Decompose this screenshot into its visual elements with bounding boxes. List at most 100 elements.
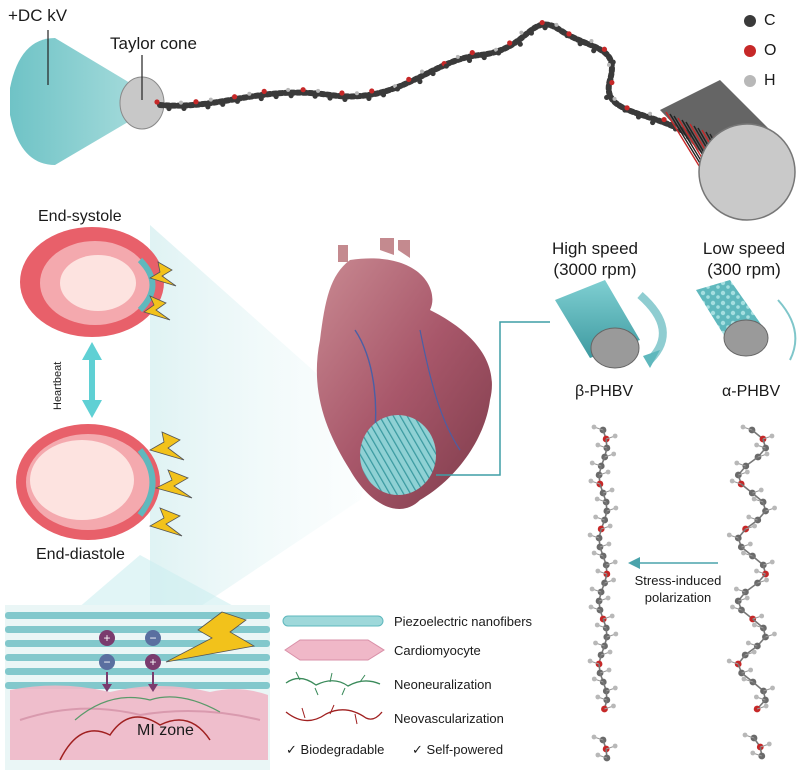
negative-charge-icon: − [145,630,161,646]
carbon-atom [734,597,742,605]
hydrogen-atom [748,667,754,673]
lightning-icon [143,295,171,321]
legend-vascular-swatch [285,704,383,725]
oxygen-atom [369,88,375,94]
hydrogen-atom [609,613,615,619]
hydrogen-atom [613,505,619,511]
taylor-cone-label: Taylor cone [110,34,197,53]
mi-zone-label: MI zone [137,722,194,739]
self-powered-label: Self-powered [426,742,504,757]
end-systole-label: End-systole [38,208,122,225]
hydrogen-atom [751,622,757,628]
beta-phbv-chain [587,424,619,713]
spinneret-cone [10,38,145,165]
hydrogen-atom [740,424,746,430]
carbon-atom [220,101,226,107]
carbon-atom [327,95,333,101]
hydrogen-atom [593,640,598,646]
oxygen-atom-icon [744,45,756,57]
hydrogen-atom [595,568,601,574]
hydrogen-label: H [764,72,776,89]
end-systole-ring [20,227,164,337]
legend-cardio-label: Cardiomyocyte [394,643,481,658]
hydrogen-atom [758,487,764,493]
neural-network [74,696,221,721]
hydrogen-atom [745,640,751,646]
carbon-atom [380,92,387,98]
end-diastole-label: End-diastole [36,546,125,563]
hydrogen-atom [612,559,618,565]
oxygen-atom [566,31,572,37]
carbon-atom [495,50,502,56]
hydrogen-atom [594,622,600,628]
carbon-atom-icon [744,15,756,27]
hydrogen-atom [595,442,601,448]
hydrogen-atom [609,487,615,493]
alpha-phbv-chain [726,424,777,713]
high-speed-line1: High speed [551,239,638,258]
hydrogen-atom [726,658,732,664]
hydrogen-atom [772,505,777,511]
beta-phbv-label: β-PHBV [575,383,634,400]
hydrogen-atom [612,685,618,691]
lightning-icon [149,507,183,537]
polarization-label: Stress-induced polarization [630,572,726,606]
hydrogen-atom [769,433,775,439]
check-icon: ✓ [286,742,297,757]
carbon-atom [577,41,583,47]
hydrogen-atom [611,703,616,709]
nanofiber-band [5,668,270,675]
hydrogen-atom [612,743,618,749]
hydrogen-atom [613,631,619,637]
carbon-atom [595,471,603,479]
polymer-jet-atoms [154,19,692,140]
oxygen-atom [406,76,412,82]
carbon-atom [610,59,616,65]
oxygen-atom [609,79,615,86]
carbon-atom [366,95,372,102]
legend-cardio-swatch [284,639,385,661]
low-speed-label: Low speed (300 rpm) [692,238,796,280]
hydrogen-atom [763,703,769,709]
end-diastole-ring [16,424,160,540]
oxygen-atom [469,49,475,56]
hydrogen-atom [607,649,613,655]
negative-charge-icon: − [99,654,115,670]
oxygen-label: O [764,42,777,59]
hydrogen-atom [606,541,612,547]
svg-text:+: + [103,631,110,645]
atom-legend-item: C [744,6,800,36]
hydrogen-atom [606,667,612,673]
atom-legend-item: O [744,36,800,66]
oxygen-atom [231,94,238,100]
hydrogen-atom [753,694,759,700]
heartbeat-label: Heartbeat [52,361,64,410]
hydrogen-atom [759,613,765,619]
oxygen-atom [601,705,608,713]
lightning-icon [148,431,185,461]
svg-text:−: − [103,655,110,669]
high-speed-line2: (3000 rpm) [553,260,637,279]
hydrogen-atom [744,595,750,601]
hydrogen-atom [764,577,769,583]
legend-vascular-label: Neovascularization [394,711,504,726]
hydrogen-atom [595,752,601,758]
neovascular-network [59,716,211,761]
hydrogen-atom [587,658,593,664]
hydrogen-atom [419,69,424,74]
legend-piezo-swatch [282,615,384,627]
polarization-arrow [628,557,718,569]
low-speed-line1: Low speed [702,239,786,258]
hydrogen-atom [746,514,752,520]
self-powered-item: ✓ Self-powered [412,742,503,758]
heartbeat-arrow [82,342,102,418]
voltage-label: +DC kV [8,6,68,25]
hydrogen-atom [612,433,618,439]
mi-beam [70,555,250,615]
low-speed-roller [696,280,797,361]
carbon-atom [288,93,294,99]
oxygen-atom [507,40,513,46]
oxygen-atom [539,19,545,26]
carbon-atom [394,86,401,92]
